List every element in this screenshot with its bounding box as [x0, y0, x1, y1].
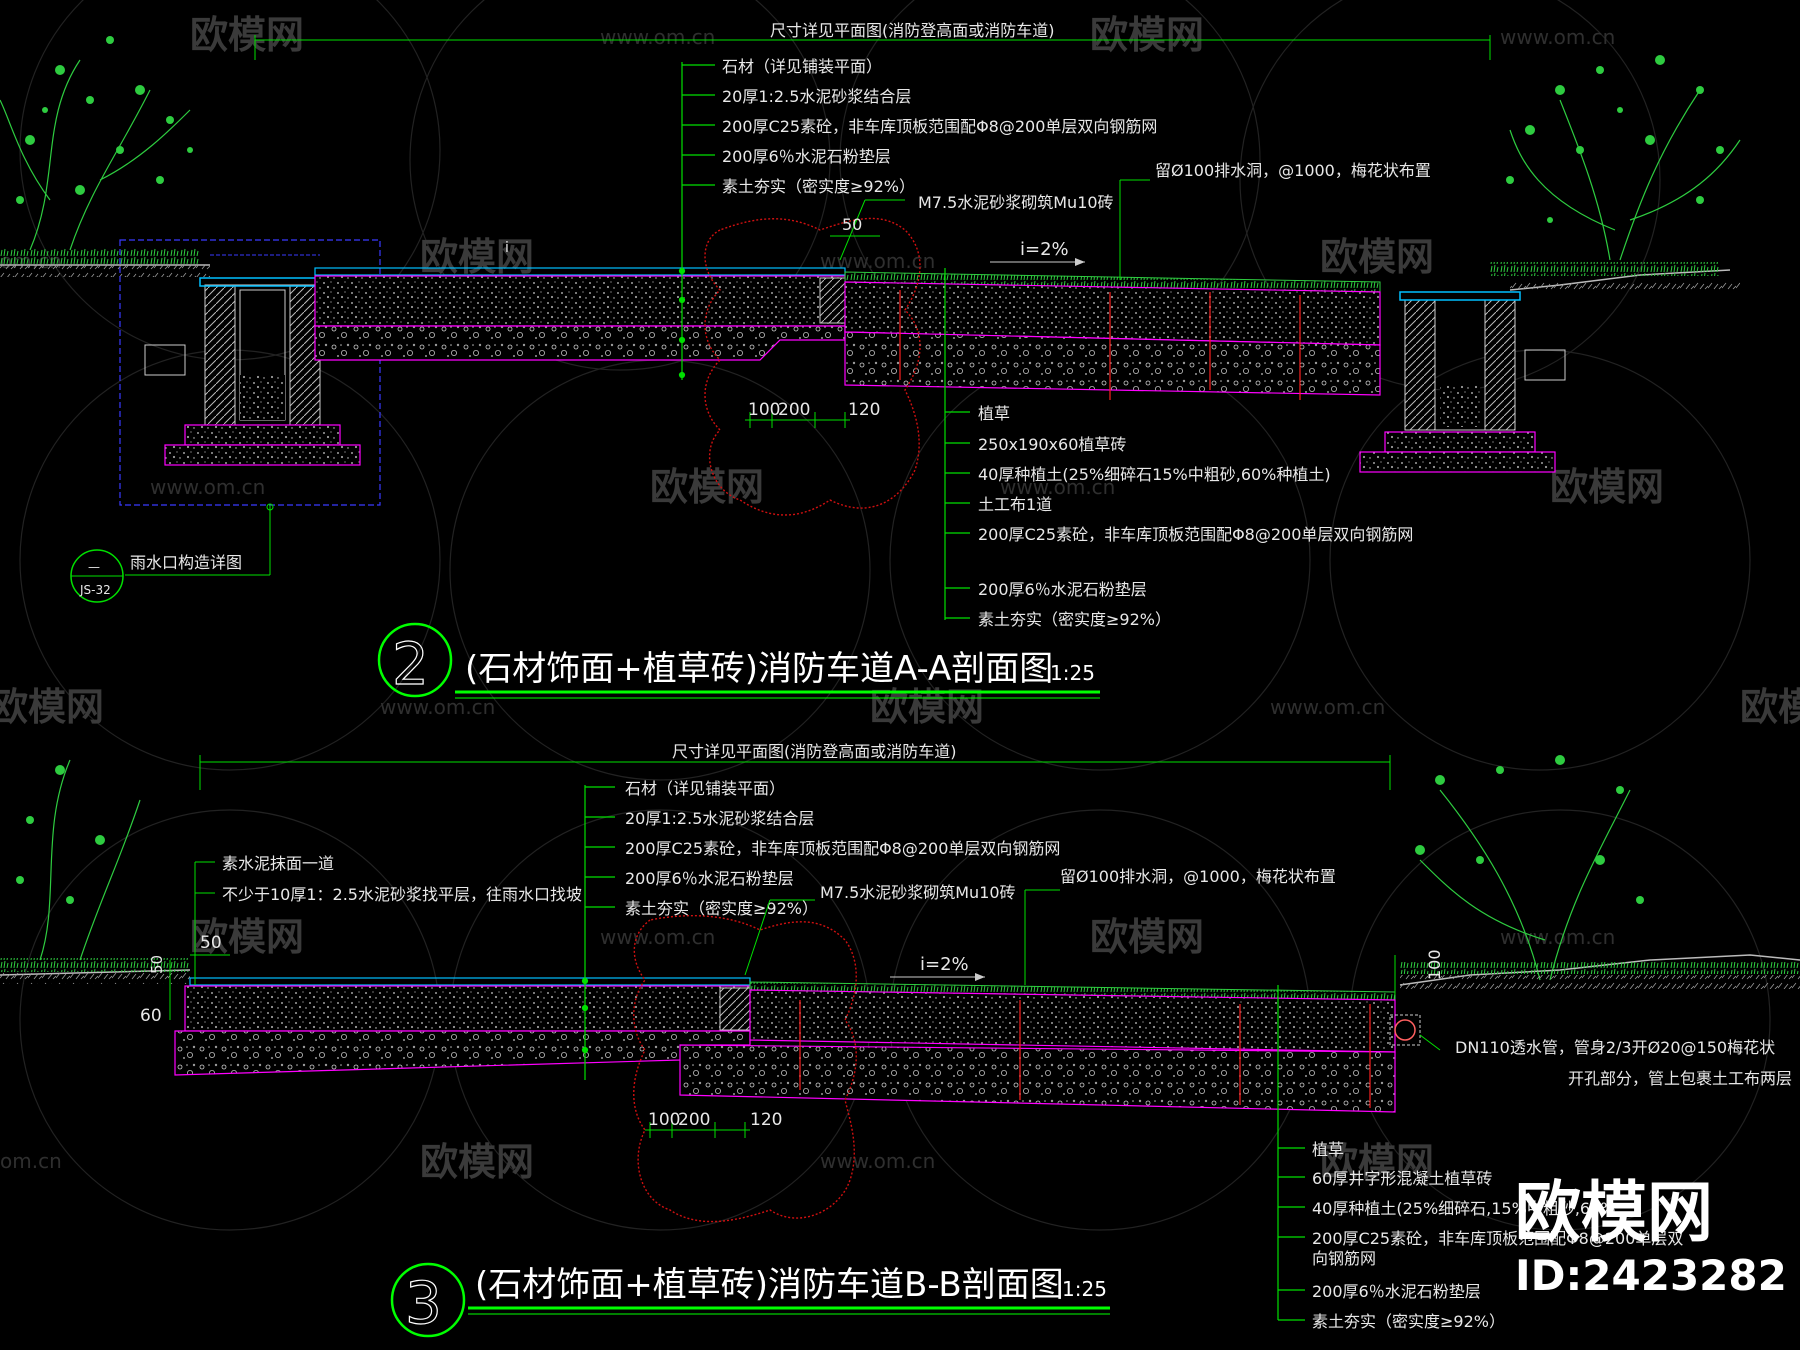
watermark-url: www.om.cn	[600, 25, 715, 49]
watermark-brand: 欧模网	[1320, 1140, 1434, 1184]
slope-label: i=2%	[1020, 239, 1069, 260]
drain-note: 留Ø100排水洞，@1000，梅花状布置	[1155, 161, 1431, 180]
shrub-bottom-right	[1415, 755, 1644, 981]
overall-dimension-label: 尺寸详见平面图(消防登高面或消防车道)	[770, 21, 1055, 40]
section-title: (石材饰面+植草砖)消防车道A-A剖面图	[465, 649, 1053, 689]
dim-120: 120	[848, 400, 880, 420]
watermark-brand: 欧模网	[1090, 13, 1204, 57]
grass-layer-3: 40厚种植土(25%细碎石15%中粗砂,60%种植土)	[978, 465, 1331, 484]
grass-layer-4: 200厚C25素砼，非车库顶板范围配Φ8@200单层双	[1312, 1229, 1683, 1248]
grass-layer-5: 200厚6％水泥石粉垫层	[1312, 1282, 1481, 1301]
stone-layer-5: 素土夯实（密实度≥92%）	[625, 899, 818, 918]
watermark-url: www.om.cn	[1500, 25, 1615, 49]
watermark-url: www.om.cn	[820, 249, 935, 273]
watermark-url: www.om.cn	[600, 925, 715, 949]
grass-layer-4b: 向钢筋网	[1312, 1249, 1376, 1268]
grass-layer-1: 植草	[1312, 1140, 1344, 1159]
shrub-top-left	[0, 36, 193, 251]
watermark-brand: 欧模网	[650, 465, 764, 509]
dim-100-right: 100	[1425, 949, 1444, 980]
stone-layer-4: 200厚6％水泥石粉垫层	[722, 147, 891, 166]
curb-note: M7.5水泥砂浆砌筑Mu10砖	[918, 193, 1114, 212]
grass-layer-5: 200厚C25素砼，非车库顶板范围配Φ8@200单层双向钢筋网	[978, 525, 1413, 544]
watermark-url: www.om.cn	[1270, 695, 1385, 719]
grass-layer-4: 土工布1道	[978, 495, 1052, 514]
drain-note: 留Ø100排水洞，@1000，梅花状布置	[1060, 867, 1336, 886]
revision-cloud-a	[704, 217, 921, 516]
dim-100: 100	[748, 400, 780, 420]
watermark-url: www.om.cn	[1000, 475, 1115, 499]
grass-layer-6: 素土夯实（密实度≥92%）	[1312, 1312, 1505, 1331]
asset-id: ID:2423282	[1515, 1251, 1787, 1300]
watermark-brand: 欧模网	[190, 13, 304, 57]
watermark-brand: 欧模网	[1320, 235, 1434, 279]
section-a: 尺寸详见平面图(消防登高面或消防车道) 石材（详见铺装平面） 20厚1:2.5水…	[0, 21, 1740, 699]
dim-100: 100	[648, 1110, 680, 1130]
ref-top: —	[88, 560, 100, 574]
left-note-1: 素水泥抹面一道	[222, 854, 334, 873]
dim-left-50-b: 50	[148, 955, 166, 974]
grass-layer-2: 60厚井字形混凝土植草砖	[1312, 1169, 1492, 1188]
title-a: 2 (石材饰面+植草砖)消防车道A-A剖面图 1:25	[377, 622, 1100, 699]
grass-layer-6: 200厚6％水泥石粉垫层	[978, 580, 1147, 599]
dim-left-60: 60	[140, 1006, 162, 1026]
section-b: 尺寸详见平面图(消防登高面或消防车道) 素水泥抹面一道 不少于10厚1：2.5水…	[0, 742, 1800, 1338]
section-title: (石材饰面+植草砖)消防车道B-B剖面图	[475, 1265, 1064, 1305]
catch-basin-right	[1359, 291, 1566, 473]
stone-paving-a	[314, 267, 846, 361]
detail-reference-a: — JS-32 雨水口构造详图	[70, 503, 274, 603]
grass-layer-2: 250x190x60植草砖	[978, 435, 1126, 454]
grass-layer-1: 植草	[978, 404, 1010, 423]
stone-layer-4: 200厚6％水泥石粉垫层	[625, 869, 794, 888]
dim-50: 50	[842, 215, 862, 234]
stone-layer-1: 石材（详见铺装平面）	[722, 57, 882, 76]
permeable-pipe	[1394, 1019, 1416, 1041]
stone-layer-2: 20厚1:2.5水泥砂浆结合层	[625, 809, 814, 828]
shrub-bottom-left	[16, 759, 141, 961]
dim-200: 200	[778, 400, 810, 420]
catch-basin-left	[119, 239, 381, 506]
ref-label: 雨水口构造详图	[130, 553, 242, 572]
watermark-url: www.om.cn	[380, 695, 495, 719]
watermark-brand: 欧模网	[0, 685, 104, 729]
stone-layer-3: 200厚C25素砼，非车库顶板范围配Φ8@200单层双向钢筋网	[722, 117, 1157, 136]
section-scale: 1:25	[1062, 1277, 1107, 1301]
grass-layer-7: 素土夯实（密实度≥92%）	[978, 610, 1171, 629]
left-note-2: 不少于10厚1：2.5水泥砂浆找平层，往雨水口找坡	[222, 885, 582, 904]
shrub-top-right	[1506, 55, 1741, 261]
grass-paving-a	[844, 271, 1381, 400]
pipe-note-1: DN110透水管，管身2/3开Ø20@150梅花状	[1455, 1038, 1775, 1057]
brand-name: 欧模网	[1515, 1174, 1713, 1251]
watermark-brand: 欧模网	[420, 235, 534, 279]
overall-dimension-label: 尺寸详见平面图(消防登高面或消防车道)	[672, 742, 957, 761]
dim-120: 120	[750, 1110, 782, 1130]
watermark-url: om.cn	[0, 1149, 62, 1173]
title-b: 3 (石材饰面+植草砖)消防车道B-B剖面图 1:25	[390, 1262, 1110, 1338]
watermark-brand: 欧模网	[1090, 915, 1204, 959]
slope-label: i=2%	[920, 954, 969, 975]
watermark-brand: 欧模网	[1740, 685, 1800, 729]
curb-note: M7.5水泥砂浆砌筑Mu10砖	[820, 883, 1016, 902]
title-number: 3	[405, 1269, 442, 1337]
watermark-url: www.om.cn	[1500, 925, 1615, 949]
brand-watermark-large: 欧模网 ID:2423282	[1515, 1174, 1787, 1300]
stone-layer-3: 200厚C25素砼，非车库顶板范围配Φ8@200单层双向钢筋网	[625, 839, 1060, 858]
pipe-note-2: 开孔部分，管上包裹土工布两层	[1568, 1069, 1792, 1088]
dim-left-50-a: 50	[200, 933, 222, 953]
watermark-url: www.om.cn	[150, 475, 265, 499]
ref-bottom: JS-32	[79, 583, 111, 597]
stone-layer-5: 素土夯实（密实度≥92%）	[722, 177, 915, 196]
title-number: 2	[392, 630, 429, 698]
grass-layer-3: 40厚种植土(25%细碎石,15%中粗砂,60%	[1312, 1199, 1615, 1218]
watermark-url: www.om.cn	[820, 1149, 935, 1173]
section-scale: 1:25	[1050, 661, 1095, 685]
dim-200: 200	[678, 1110, 710, 1130]
watermark-brand: 欧模网	[1550, 465, 1664, 509]
watermark-brand: 欧模网	[190, 915, 304, 959]
watermark-brand: 欧模网	[420, 1140, 534, 1184]
slope-small-label: i	[505, 240, 509, 256]
stone-layer-1: 石材（详见铺装平面）	[625, 779, 785, 798]
stone-layer-2: 20厚1:2.5水泥砂浆结合层	[722, 87, 911, 106]
